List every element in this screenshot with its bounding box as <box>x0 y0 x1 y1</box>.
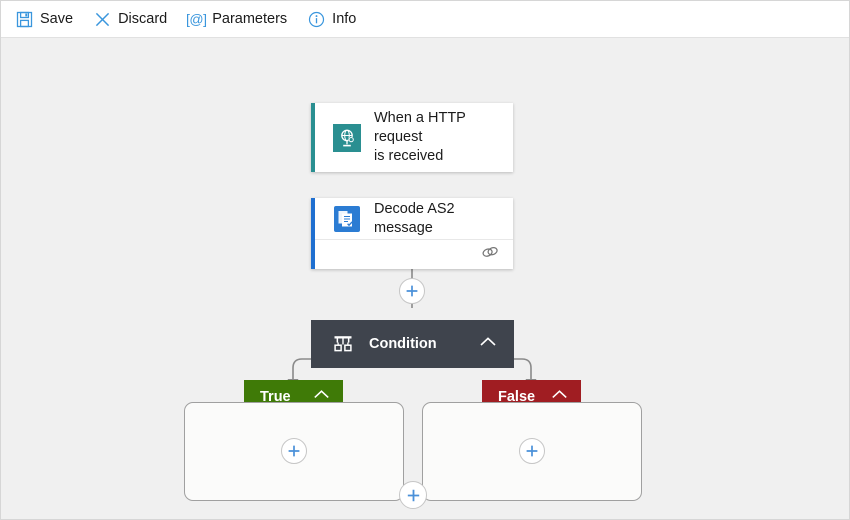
plus-icon <box>288 445 300 457</box>
discard-button[interactable]: Discard <box>93 5 167 33</box>
add-action-false-branch[interactable] <box>519 438 545 464</box>
condition-icon <box>329 330 357 358</box>
node-title-line2: is received <box>374 148 444 164</box>
plus-icon <box>526 445 538 457</box>
branch-label: False <box>498 389 536 405</box>
info-label: Info <box>332 11 357 27</box>
node-footer <box>315 239 513 269</box>
discard-label: Discard <box>118 11 168 27</box>
node-title: When a HTTP request is received <box>374 109 513 166</box>
node-http-trigger[interactable]: When a HTTP request is received <box>311 103 513 172</box>
node-title: Condition <box>369 335 437 352</box>
node-title: Decode AS2 message <box>374 200 455 236</box>
chevron-up-icon[interactable] <box>550 388 569 406</box>
node-decode-as2[interactable]: Decode AS2 message <box>311 198 513 269</box>
branch-body-false <box>422 402 642 501</box>
save-button[interactable]: Save <box>15 5 73 33</box>
link-icon[interactable] <box>481 245 499 264</box>
branch-label: True <box>260 389 291 405</box>
add-action-after-decode[interactable] <box>399 278 425 304</box>
parameters-glyph: [@] <box>185 11 207 27</box>
node-accent-bar <box>311 198 315 269</box>
info-icon <box>307 10 325 28</box>
save-icon <box>15 10 33 28</box>
add-action-true-branch[interactable] <box>281 438 307 464</box>
info-button[interactable]: Info <box>307 5 356 33</box>
add-action-after-condition[interactable] <box>399 481 427 509</box>
discard-icon <box>93 10 111 28</box>
plus-icon <box>406 285 418 297</box>
designer-canvas: When a HTTP request is received Decode AS… <box>1 38 849 519</box>
parameters-label: Parameters <box>212 11 288 27</box>
chevron-up-icon[interactable] <box>312 388 331 406</box>
node-title-line1: When a HTTP request <box>374 110 466 145</box>
http-request-icon <box>333 123 361 152</box>
node-accent-bar <box>311 103 315 172</box>
node-condition[interactable]: Condition <box>311 320 514 368</box>
toolbar: Save Discard [@] Parameters <box>1 1 849 38</box>
document-icon <box>333 205 361 233</box>
plus-icon <box>407 489 419 501</box>
parameters-button[interactable]: [@] Parameters <box>185 5 288 33</box>
chevron-up-icon[interactable] <box>478 335 498 354</box>
save-label: Save <box>40 11 74 27</box>
parameters-icon: [@] <box>185 10 207 28</box>
